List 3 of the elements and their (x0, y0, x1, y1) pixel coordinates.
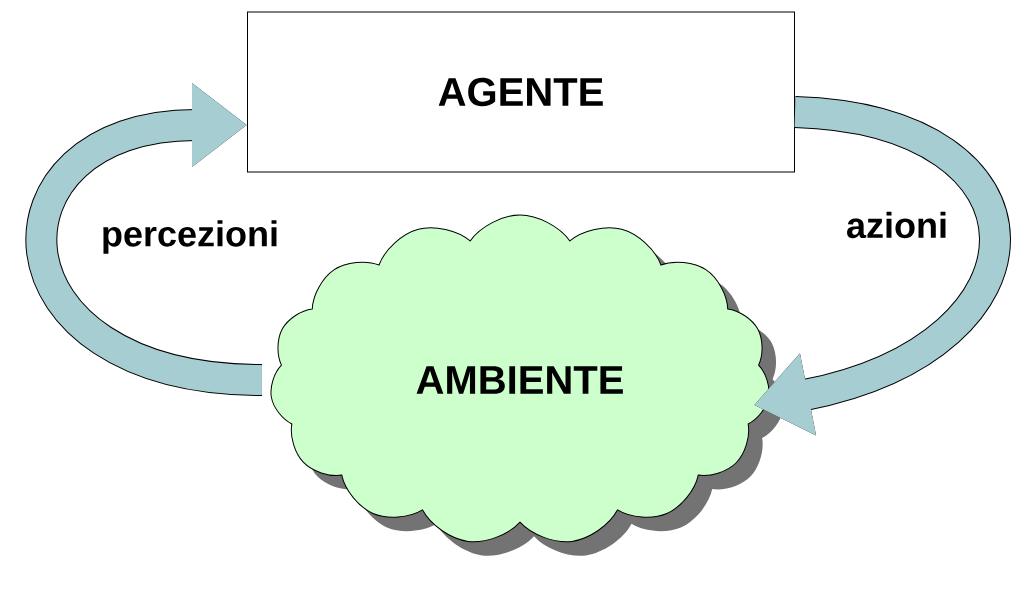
curved-arrow (26, 83, 264, 396)
agent-box: AGENTE (247, 11, 795, 173)
edge-label: azioni (844, 209, 950, 241)
